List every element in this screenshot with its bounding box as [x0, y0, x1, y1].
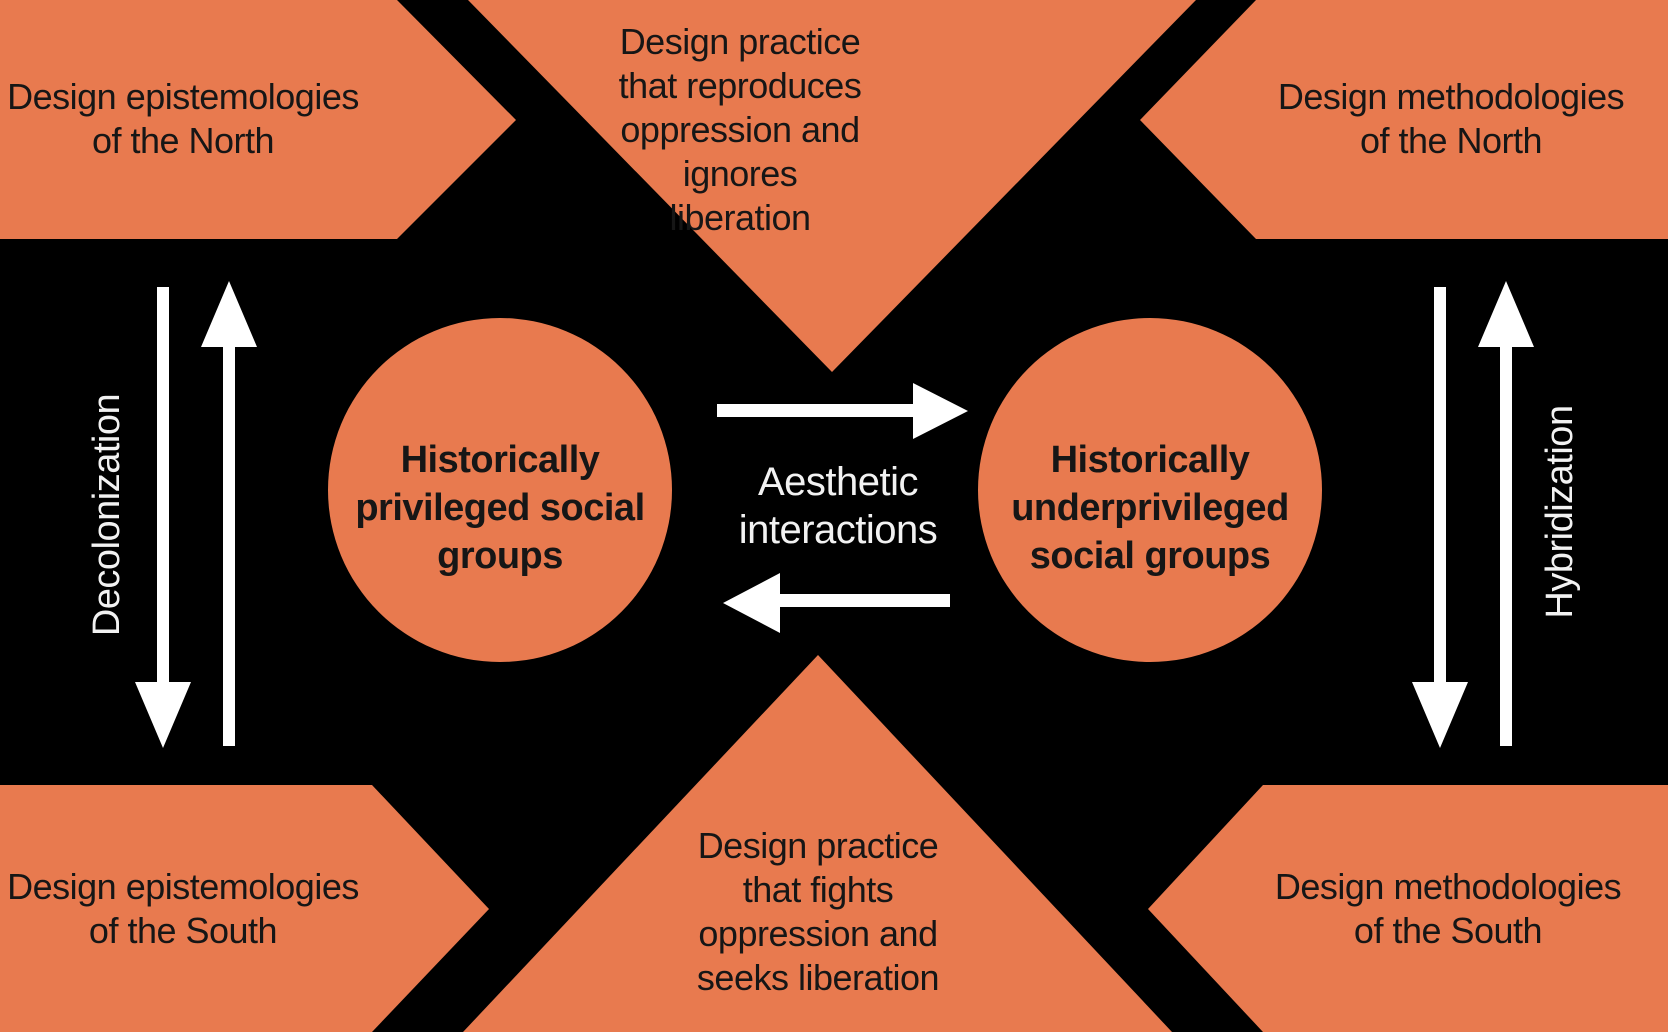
hybridization-label: Hybridization [1539, 405, 1581, 619]
underprivileged-circle-label: Historically underprivileged social grou… [1011, 439, 1289, 577]
ne-banner-shape [1140, 0, 1668, 239]
sw-banner-label: Design epistemologies of the South [7, 866, 359, 951]
aesthetic-arrow-right-icon [717, 383, 968, 439]
south-triangle-shape [463, 655, 1172, 1032]
south-triangle-label: Design practice that fights oppression a… [696, 825, 940, 998]
up-arrow-icon [201, 281, 257, 746]
aesthetic-arrow-left-icon [723, 573, 950, 633]
decolonization-label: Decolonization [86, 393, 128, 637]
nw-banner-shape [0, 0, 516, 239]
nw-banner-label: Design epistemologies of the North [7, 76, 359, 161]
decolonization-arrows [135, 281, 257, 748]
aesthetic-interactions-label: Aesthetic interactions [738, 460, 938, 552]
ne-banner-label: Design methodologies of the North [1277, 76, 1625, 161]
north-triangle-shape [468, 0, 1196, 372]
down-arrow-icon [135, 287, 191, 748]
up-arrow-icon [1478, 281, 1534, 746]
sw-banner-shape [0, 785, 489, 1032]
north-triangle-label: Design practice that reproduces oppressi… [618, 21, 862, 238]
se-banner-shape [1148, 785, 1668, 1032]
privileged-circle-label: Historically privileged social groups [355, 439, 645, 577]
privileged-circle [328, 318, 672, 662]
underprivileged-circle [978, 318, 1322, 662]
se-banner-label: Design methodologies of the South [1274, 866, 1622, 951]
hybridization-arrows [1412, 281, 1534, 748]
down-arrow-icon [1412, 287, 1468, 748]
